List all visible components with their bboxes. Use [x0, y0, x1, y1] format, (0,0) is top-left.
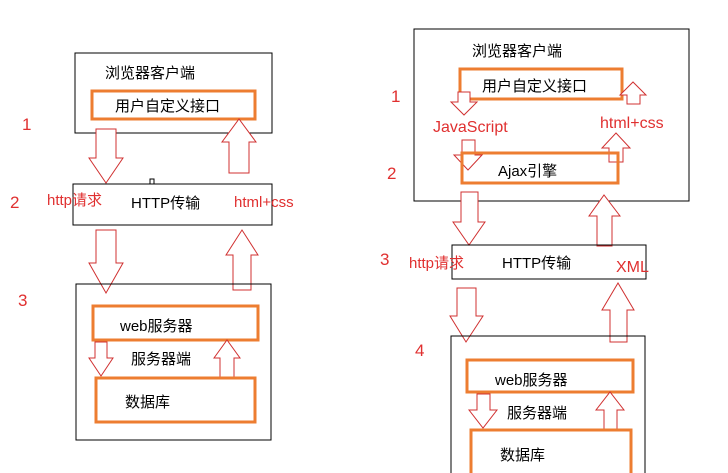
left-server-side-label: 服务器端 — [131, 351, 191, 368]
right-xml-label: XML — [616, 259, 649, 276]
left-arrow-up-2 — [225, 229, 259, 291]
right-diagram: 1 2 3 4 浏览器客户端 用户自定义接口 JavaScript html+c… — [380, 28, 690, 473]
left-http-request-label: http请求 — [47, 192, 102, 209]
right-step-2: 2 — [387, 164, 396, 183]
right-user-interface-box — [458, 67, 624, 101]
left-arrow-down-1 — [88, 128, 124, 184]
left-browser-client-box — [74, 52, 273, 134]
left-html-css-label: html+css — [234, 194, 294, 211]
right-arrow-up-2 — [600, 132, 632, 163]
right-browser-client-label: 浏览器客户端 — [472, 43, 562, 60]
right-arrow-up-3 — [588, 194, 622, 247]
left-web-server-label: web服务器 — [119, 318, 193, 335]
right-html-css-label: html+css — [600, 115, 664, 132]
right-arrow-down-3 — [452, 191, 486, 246]
right-browser-client-box — [413, 28, 690, 202]
right-step-3: 3 — [380, 250, 389, 269]
left-step-2: 2 — [10, 193, 19, 212]
right-javascript-label: JavaScript — [433, 119, 508, 136]
left-diagram: 1 2 3 浏览器客户端 用户自定义接口 HTTP传输 http请求 html+… — [10, 52, 294, 441]
right-arrow-down-4 — [449, 287, 484, 343]
right-arrow-up-4 — [601, 282, 635, 343]
left-user-interface-box — [90, 89, 257, 121]
left-step-3: 3 — [18, 291, 27, 310]
left-arrow-up-1 — [221, 118, 257, 174]
right-arrow-up-1 — [618, 81, 648, 105]
left-arrow-down-2 — [88, 229, 124, 295]
right-arrow-up-5 — [594, 391, 626, 431]
left-http-transfer-box — [72, 183, 273, 226]
left-browser-client-label: 浏览器客户端 — [105, 65, 195, 82]
left-arrow-up-3 — [213, 339, 241, 378]
right-step-4: 4 — [415, 341, 424, 360]
left-step-1: 1 — [22, 115, 31, 134]
left-user-interface-label: 用户自定义接口 — [115, 98, 220, 115]
right-database-label: 数据库 — [500, 447, 545, 464]
right-server-side-label: 服务器端 — [507, 405, 567, 422]
right-step-1: 1 — [391, 87, 400, 106]
left-database-box — [94, 376, 257, 424]
right-server-box — [450, 335, 646, 473]
right-ajax-engine-label: Ajax引擎 — [498, 163, 557, 180]
right-arrow-down-2 — [452, 139, 484, 171]
left-web-server-box — [91, 304, 260, 342]
left-database-label: 数据库 — [125, 394, 170, 411]
right-web-server-label: web服务器 — [494, 372, 568, 389]
right-arrow-down-5 — [467, 393, 499, 429]
right-http-request-label: http请求 — [409, 255, 464, 272]
right-ajax-engine-box — [460, 151, 620, 185]
left-server-box — [75, 283, 272, 441]
right-database-box — [469, 428, 633, 473]
left-arrow-down-3 — [88, 341, 114, 377]
right-user-interface-label: 用户自定义接口 — [482, 78, 587, 95]
left-http-transfer-label: HTTP传输 — [131, 195, 200, 212]
right-http-transfer-box — [451, 244, 647, 280]
right-arrow-down-1 — [449, 91, 479, 116]
right-http-transfer-label: HTTP传输 — [502, 255, 571, 272]
left-http-handle — [149, 178, 155, 185]
right-web-server-box — [465, 358, 635, 394]
